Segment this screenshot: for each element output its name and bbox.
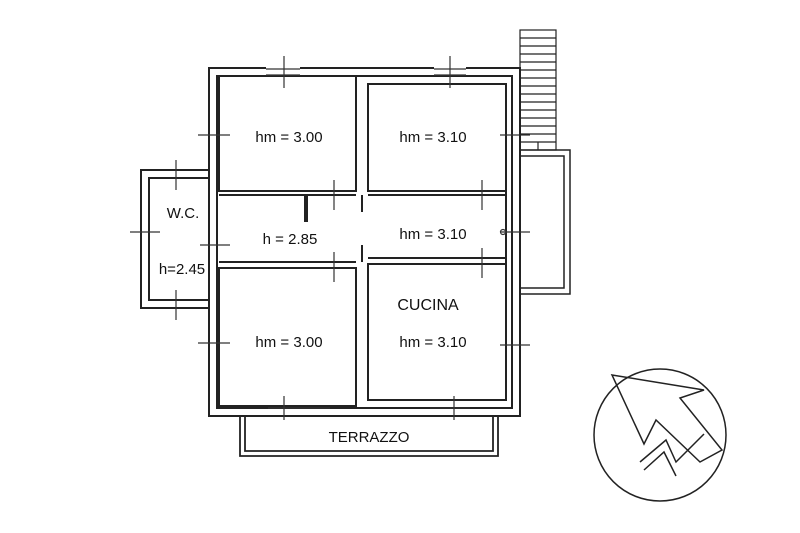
side-balcony [520,149,571,295]
staircase [519,29,557,151]
room-ne-label: hm = 3.10 [399,129,466,146]
north-arrow-icon [593,368,727,502]
interior-walls [218,75,513,408]
terrace [239,416,499,457]
corridor-east-label: hm = 3.10 [399,226,466,243]
terrace-label: TERRAZZO [329,429,410,446]
room-nw-label: hm = 3.00 [255,129,322,146]
openings [130,56,530,420]
wc-height-label: h=2.45 [159,261,205,278]
wc-annex [140,169,210,309]
outer-walls [208,67,521,417]
room-sw-label: hm = 3.00 [255,334,322,351]
kitchen-label: CUCINA [397,297,459,314]
kitchen-height-label: hm = 3.10 [399,334,466,351]
corridor-label: h = 2.85 [263,231,318,248]
wc-label: W.C. [167,205,200,222]
